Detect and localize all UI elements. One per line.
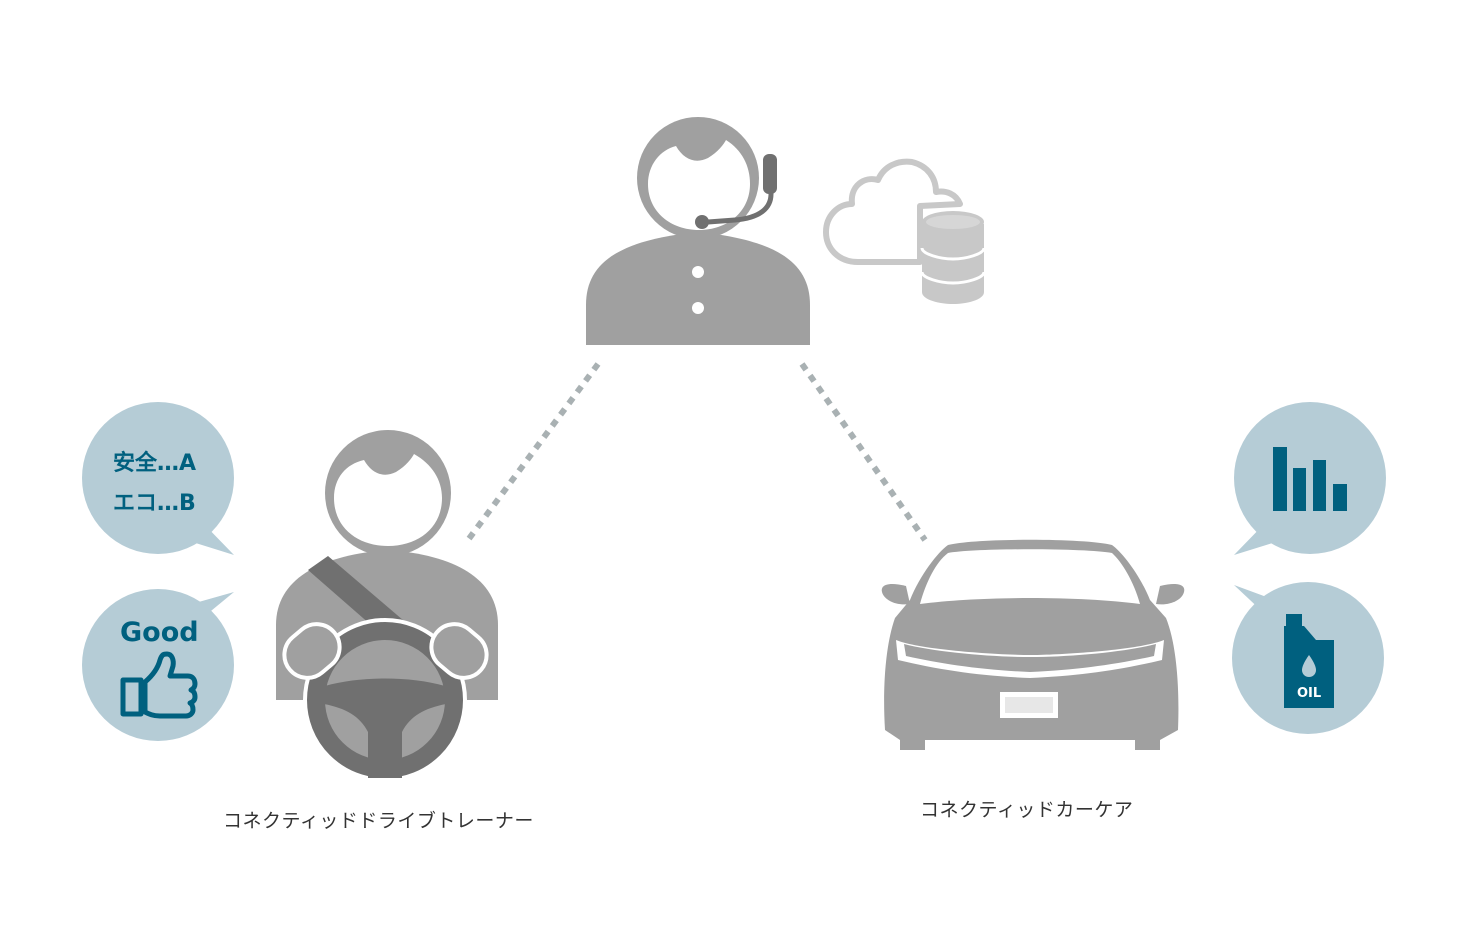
dotted-link-operator-car (799, 362, 928, 542)
bar-chart-icon (1273, 447, 1347, 511)
good-label: Good (120, 617, 199, 648)
safety-score-label: 安全…A (113, 451, 197, 476)
car-care-caption: コネクティッドカーケア (920, 799, 1134, 821)
oil-label: OIL (1297, 686, 1322, 701)
steering-wheel-icon (282, 618, 489, 782)
headset-icon (695, 154, 777, 229)
eco-score-label: エコ…B (113, 491, 196, 516)
car-icon (881, 539, 1185, 750)
chart-bubble (1234, 402, 1386, 555)
cloud-icon (823, 158, 963, 265)
thumbs-up-icon (120, 651, 198, 719)
oil-bottle-icon (1284, 614, 1334, 708)
score-bubble (82, 402, 234, 555)
driver-trainer-caption: コネクティッドドライブトレーナー (223, 810, 534, 832)
dotted-link-operator-driver (465, 362, 601, 542)
database-icon (920, 211, 986, 304)
operator-icon (586, 117, 810, 345)
